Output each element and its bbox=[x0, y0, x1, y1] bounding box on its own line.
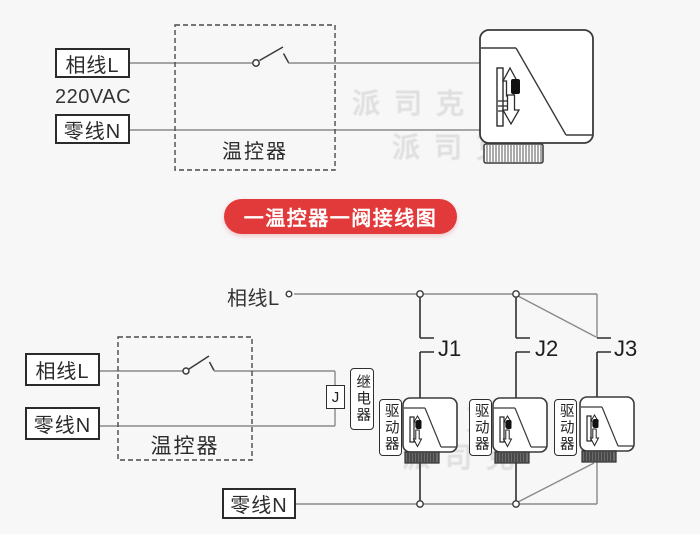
driver-label-box-2: 驱动器 bbox=[469, 399, 492, 456]
relay-contact-j1 bbox=[419, 294, 434, 504]
relay-contact-j2 bbox=[515, 294, 530, 504]
actuator-icon-2 bbox=[492, 397, 548, 464]
top-circuit-wires bbox=[130, 62, 482, 131]
voltage-label: 220VAC bbox=[55, 86, 132, 108]
contact-label-j3: J3 bbox=[614, 336, 638, 361]
actuator-icon-1 bbox=[402, 397, 458, 464]
contact-label-j2: J2 bbox=[535, 336, 559, 361]
actuator-icon-3 bbox=[579, 396, 635, 463]
relay-coil-box: J bbox=[326, 385, 345, 409]
top-actuator-base bbox=[483, 143, 544, 164]
bottom-thermostat-dashed-box bbox=[117, 336, 253, 461]
driver-label-box-1: 驱动器 bbox=[379, 399, 402, 456]
bottom-thermostat-label: 温控器 bbox=[150, 435, 220, 458]
junction-nodes bbox=[285, 290, 520, 508]
top-actuator-icon bbox=[479, 29, 594, 164]
bottom-thermostat-wires bbox=[100, 370, 336, 427]
contact-label-j1: J1 bbox=[438, 336, 462, 361]
bottom-phase-line-label: 相线L bbox=[227, 288, 280, 310]
bottom-phase-rail bbox=[294, 293, 598, 338]
relay-label-box: 继电器 bbox=[350, 368, 374, 430]
section-title-banner: 一温控器一阀接线图 bbox=[224, 199, 457, 234]
watermark-text: 派司克 bbox=[352, 88, 479, 119]
driver-label-box-3: 驱动器 bbox=[554, 399, 577, 456]
top-phase-line-box: 相线L bbox=[55, 48, 130, 78]
top-thermostat-dashed-box bbox=[174, 24, 336, 171]
bottom-neutral-line-box: 零线N bbox=[25, 407, 100, 440]
top-switch-symbol bbox=[252, 46, 290, 67]
bottom-switch-symbol bbox=[182, 355, 215, 375]
bottom-neutral-rail bbox=[296, 462, 598, 505]
bottom-phase-line-box: 相线L bbox=[25, 353, 100, 386]
bottom-neutral-rail-box: 零线N bbox=[222, 488, 296, 519]
top-thermostat-label: 温控器 bbox=[222, 141, 288, 163]
top-neutral-line-box: 零线N bbox=[55, 114, 130, 144]
